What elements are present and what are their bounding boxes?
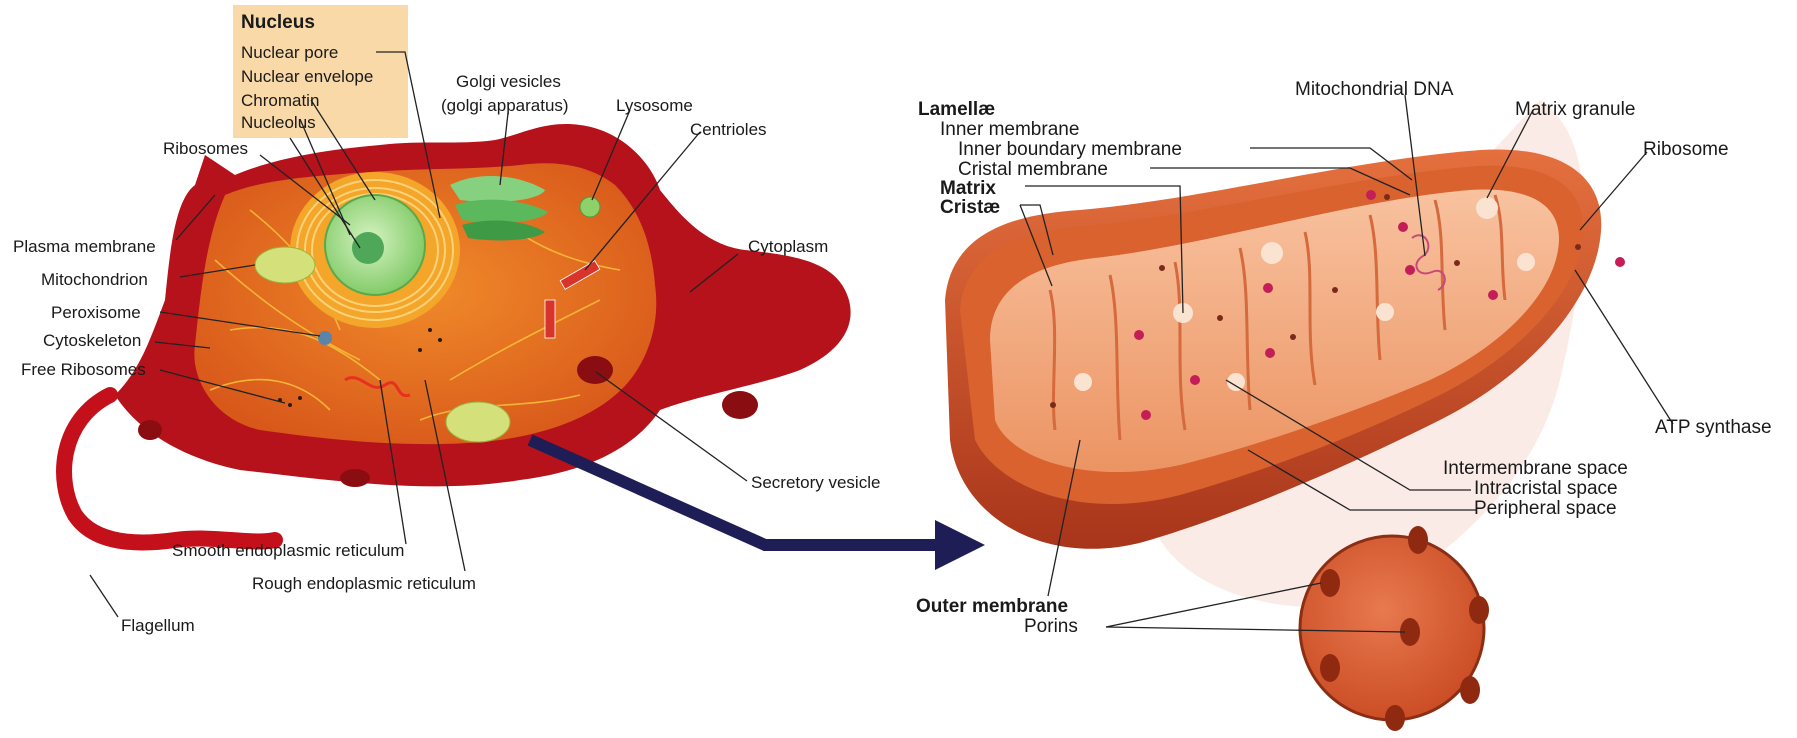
vesicle-shape <box>138 420 162 440</box>
cytoplasm-label: Cytoplasm <box>748 237 828 256</box>
vesicle-shape <box>722 391 758 419</box>
lamellae-label: Lamellæ <box>918 99 995 120</box>
nucleolus-shape <box>352 232 384 264</box>
intracristal-space-label: Intracristal space <box>1474 478 1618 499</box>
peroxisome-label: Peroxisome <box>51 303 141 322</box>
cristae-label: Cristæ <box>940 197 1000 218</box>
zoom-arrow-head <box>935 520 985 570</box>
cytoskeleton-label: Cytoskeleton <box>43 331 141 350</box>
matrix-granule-label: Matrix granule <box>1515 99 1635 120</box>
smooth-er-label: Smooth endoplasmic reticulum <box>172 541 404 560</box>
flagellum-label: Flagellum <box>121 616 195 635</box>
peroxisome-shape <box>318 331 332 345</box>
centrioles-label: Centrioles <box>690 120 767 139</box>
lysosome-label: Lysosome <box>616 96 693 115</box>
nucleus-title: Nucleus <box>241 12 315 33</box>
cell-mitochondrion-shape <box>255 247 315 283</box>
free-ribosomes-label: Free Ribosomes <box>21 360 146 379</box>
ribosomes-label: Ribosomes <box>163 139 248 158</box>
rough-er-label: Rough endoplasmic reticulum <box>252 574 476 593</box>
inner-boundary-label: Inner boundary membrane <box>958 139 1182 160</box>
lysosome-shape <box>580 197 600 217</box>
matrix-label: Matrix <box>940 178 996 199</box>
nuclear-pore-label: Nuclear pore <box>241 43 338 62</box>
plasma-membrane-label: Plasma membrane <box>13 237 156 256</box>
golgi-shape <box>450 176 548 241</box>
cell-mitochondrion-2-shape <box>446 402 510 442</box>
peripheral-space-label: Peripheral space <box>1474 498 1617 519</box>
mito-dna-label: Mitochondrial DNA <box>1295 79 1454 100</box>
ribosome-label: Ribosome <box>1643 139 1729 160</box>
golgi-label-line2: (golgi apparatus) <box>441 96 569 115</box>
porins-inset <box>1300 536 1484 720</box>
chromatin-label: Chromatin <box>241 91 319 110</box>
intermembrane-space-label: Intermembrane space <box>1443 458 1628 479</box>
animal-cell <box>64 124 851 542</box>
outer-membrane-label: Outer membrane <box>916 596 1068 617</box>
porins-label: Porins <box>1024 616 1078 637</box>
inner-membrane-label: Inner membrane <box>940 119 1079 140</box>
cristal-membrane-label: Cristal membrane <box>958 159 1108 180</box>
mitochondrion-label: Mitochondrion <box>41 270 148 289</box>
golgi-label-line1: Golgi vesicles <box>456 72 561 91</box>
secretory-vesicle-label: Secretory vesicle <box>751 473 880 492</box>
vesicle-shape <box>340 469 370 487</box>
atp-synthase-label: ATP synthase <box>1655 417 1772 438</box>
nucleolus-label: Nucleolus <box>241 113 316 132</box>
nuclear-envelope-label: Nuclear envelope <box>241 67 373 86</box>
